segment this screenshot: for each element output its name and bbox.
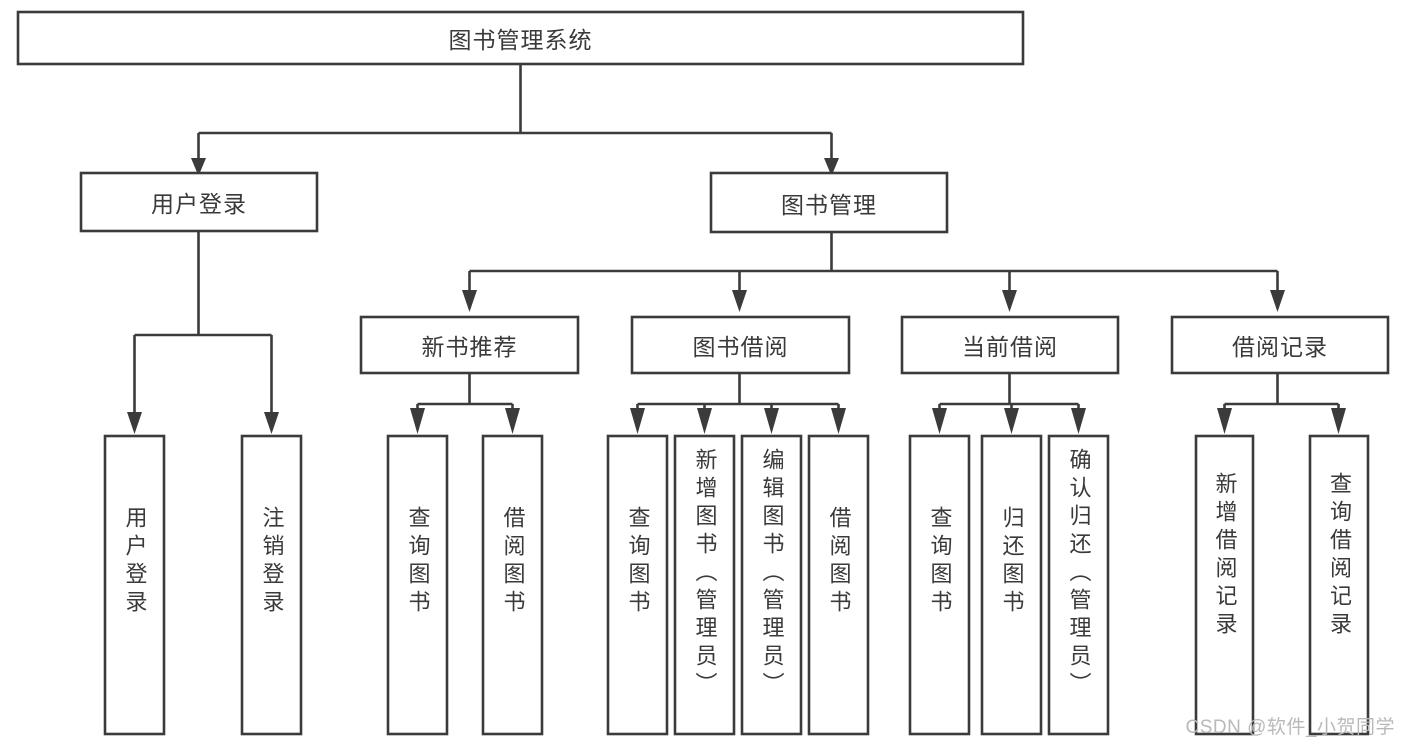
leaf-box-bookborrow-2[interactable] — [673, 434, 736, 736]
node-user-login[interactable] — [79, 171, 319, 233]
connector-root-to-level2 — [191, 64, 839, 176]
leaf-box-user-login-2[interactable] — [240, 434, 303, 736]
connector-borrowrecord-to-leaves — [1217, 373, 1346, 434]
leaf-box-currentborrow-1[interactable] — [908, 434, 971, 736]
node-root[interactable] — [16, 10, 1025, 66]
leaf-box-user-login-1[interactable] — [103, 434, 166, 736]
leaf-box-bookborrow-4[interactable] — [807, 434, 870, 736]
node-current-borrow[interactable] — [900, 315, 1120, 375]
node-book-management[interactable] — [709, 171, 949, 234]
leaf-box-borrowrecord-1[interactable] — [1194, 434, 1255, 736]
leaf-box-bookborrow-3[interactable] — [740, 434, 803, 736]
leaf-box-newbook-1[interactable] — [386, 434, 449, 736]
leaf-box-currentborrow-2[interactable] — [980, 434, 1043, 736]
connector-userlogin-to-leaves — [127, 231, 279, 434]
node-borrow-record[interactable] — [1170, 315, 1390, 375]
connector-newbook-to-leaves — [410, 373, 520, 434]
connector-bookborrow-to-leaves — [630, 373, 846, 434]
leaf-box-borrowrecord-2[interactable] — [1308, 434, 1370, 736]
leaf-box-newbook-2[interactable] — [481, 434, 544, 736]
connector-currentborrow-to-leaves — [932, 373, 1086, 434]
leaf-box-bookborrow-1[interactable] — [606, 434, 669, 736]
node-book-borrow[interactable] — [630, 315, 851, 375]
connector-bookmgmt-to-level3 — [462, 232, 1285, 312]
leaf-box-currentborrow-3[interactable] — [1047, 434, 1110, 736]
node-new-book-recommend[interactable] — [359, 315, 580, 375]
